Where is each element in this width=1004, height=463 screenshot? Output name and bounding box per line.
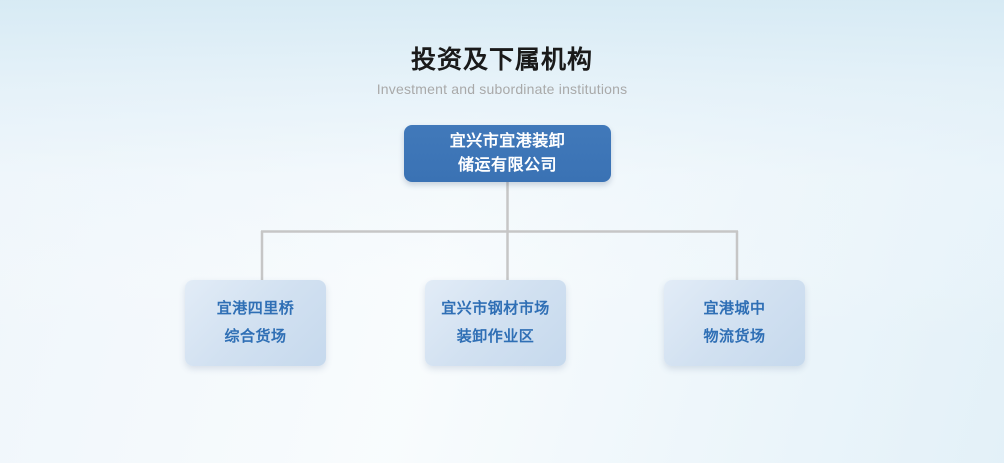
page-header: 投资及下属机构 Investment and subordinate insti… <box>0 44 1004 98</box>
page-subtitle: Investment and subordinate institutions <box>376 81 628 97</box>
org-node-child-3-line-1: 宜港城中 <box>703 300 766 317</box>
org-node-child-1-line-1: 宜港四里桥 <box>216 300 295 317</box>
page-title: 投资及下属机构 <box>410 46 593 74</box>
org-node-root-line-2: 储运有限公司 <box>457 156 557 174</box>
org-node-child-1-line-2: 综合货场 <box>224 328 287 345</box>
org-node-child-2-line-2: 装卸作业区 <box>456 328 535 345</box>
org-node-child-2-line-1: 宜兴市钢材市场 <box>441 300 550 317</box>
org-node-child-1[interactable]: 宜港四里桥 综合货场 <box>185 280 326 366</box>
org-node-child-2[interactable]: 宜兴市钢材市场 装卸作业区 <box>425 280 566 366</box>
org-node-root[interactable]: 宜兴市宜港装卸 储运有限公司 <box>404 125 611 182</box>
org-node-child-3-line-2: 物流货场 <box>703 328 766 345</box>
org-node-root-line-1: 宜兴市宜港装卸 <box>449 132 566 150</box>
org-node-child-3[interactable]: 宜港城中 物流货场 <box>664 280 805 366</box>
